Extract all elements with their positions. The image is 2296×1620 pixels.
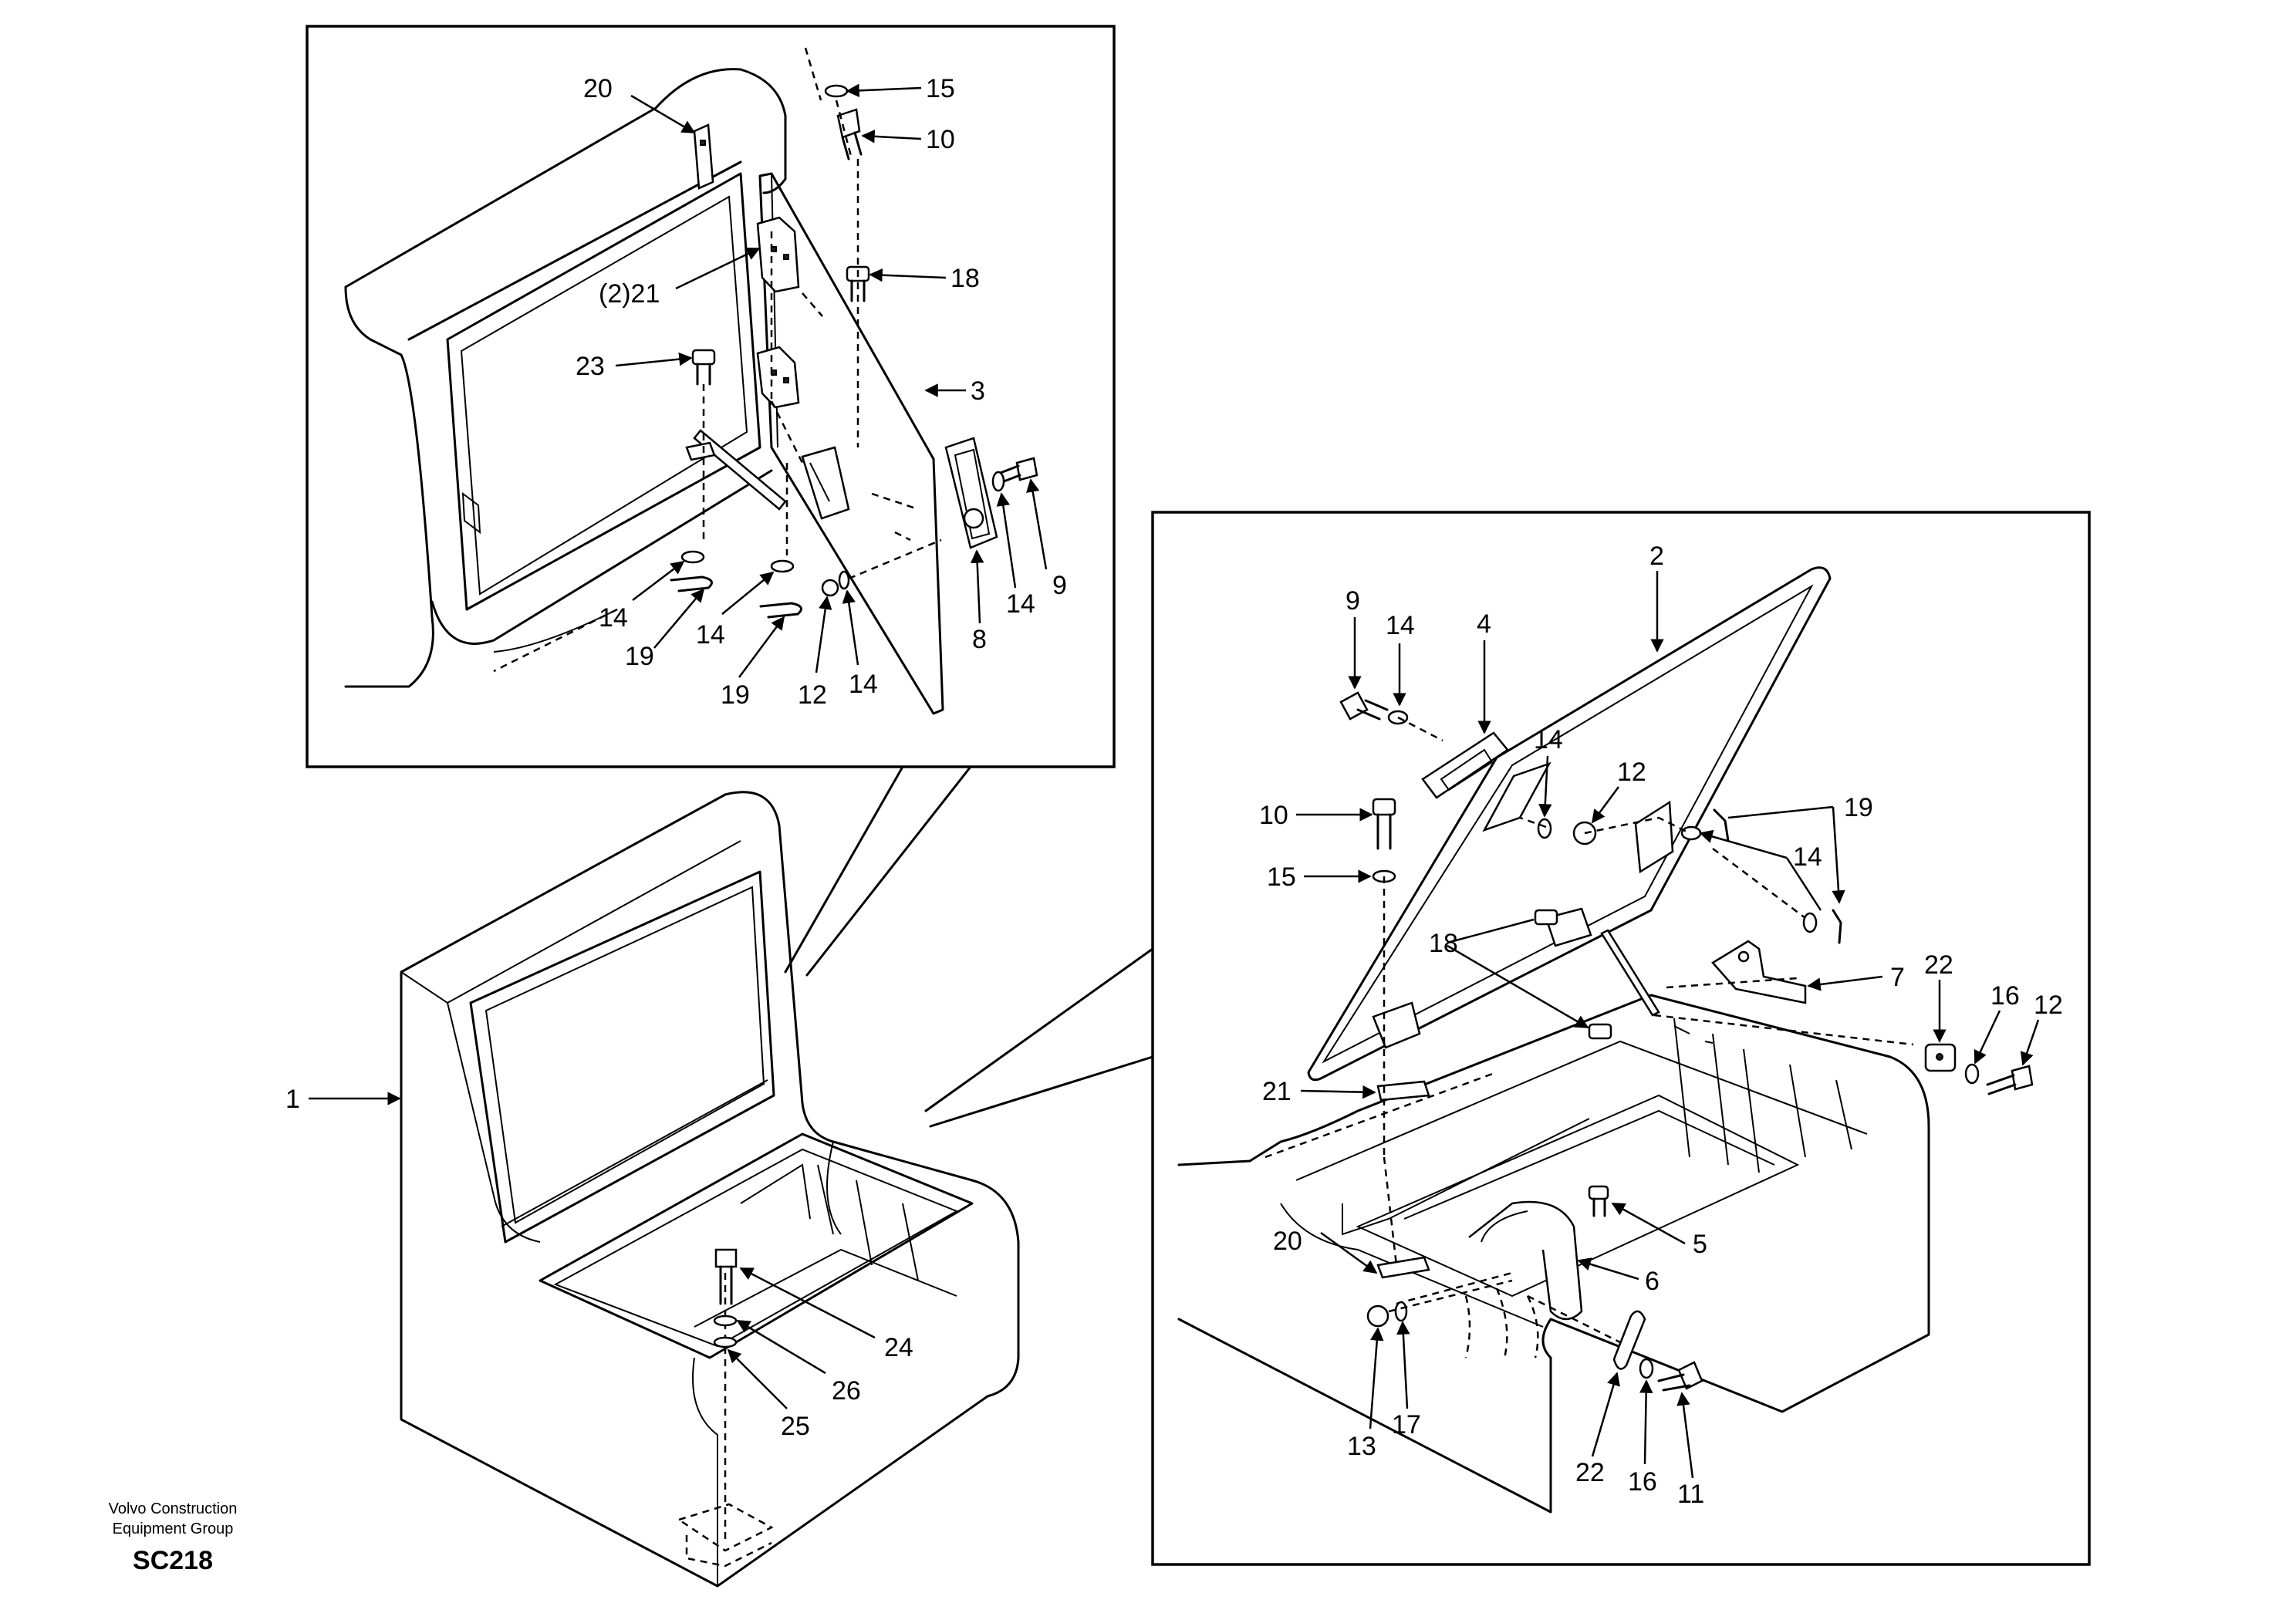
washer-14-b	[770, 559, 795, 573]
callout-d1-12: 12	[798, 680, 827, 710]
callout-d1-14c: 14	[696, 620, 725, 650]
washer-16-a	[1964, 1063, 1980, 1085]
callout-d2-22a: 22	[1924, 950, 1953, 980]
callout-d1-23: 23	[576, 352, 605, 381]
pin-23	[691, 349, 716, 386]
nut-13	[1366, 1304, 1389, 1328]
callout-d1-14d: 14	[849, 670, 878, 699]
bolt-9	[997, 457, 1038, 484]
plate-21	[1376, 1080, 1430, 1102]
cotter-pin-19-a	[670, 575, 713, 592]
washer-15	[824, 84, 849, 98]
bolt-10-d2	[1372, 798, 1396, 850]
callout-d1-8: 8	[972, 625, 987, 654]
washer-14-d2c	[1680, 825, 1702, 841]
callout-labels: 20 15 10 (2)21 18 23 3 9 8 14 14 14 14 1…	[285, 74, 2063, 1509]
detail-frame-upper-left	[306, 25, 1116, 768]
callout-d2-18: 18	[1429, 929, 1458, 958]
washer-16-b	[1639, 1358, 1654, 1379]
brand-line-2: Equipment Group	[113, 1520, 234, 1537]
callout-d2-16a: 16	[1990, 981, 2020, 1011]
bracket-6	[1468, 1200, 1583, 1321]
washer-14-a	[680, 550, 705, 564]
callout-d2-10: 10	[1259, 801, 1288, 830]
pin-5	[1588, 1185, 1609, 1217]
stay-rod	[685, 429, 850, 520]
callout-d2-14b: 14	[1534, 725, 1563, 754]
callout-d2-13: 13	[1347, 1432, 1376, 1461]
hinge-bracket-d2	[1372, 800, 1674, 1049]
callout-d2-14a: 14	[1386, 611, 1415, 640]
bolt-12-d2b	[1986, 1065, 2034, 1095]
callout-d1-2-21: (2)21	[599, 279, 660, 309]
detail-frame-right	[1151, 511, 2091, 1566]
washer-14-d2d	[1802, 912, 1818, 933]
callout-d2-15: 15	[1267, 862, 1296, 892]
callout-d2-5: 5	[1693, 1230, 1707, 1259]
callout-d1-14a: 14	[1006, 589, 1035, 619]
callout-d2-16b: 16	[1628, 1467, 1657, 1497]
callout-d2-4: 4	[1477, 609, 1491, 639]
callout-d2-9: 9	[1346, 586, 1360, 616]
washer-14-d2b	[1537, 818, 1552, 839]
washer-14-d1	[991, 471, 1005, 492]
console-window-detail	[344, 68, 787, 688]
callout-d1-15: 15	[926, 74, 955, 103]
cotter-pin-19-d2	[1713, 808, 1842, 944]
callout-d2-21: 21	[1262, 1077, 1292, 1106]
lock-4	[1421, 731, 1551, 832]
callout-d1-19a: 19	[625, 642, 654, 671]
plate-20	[1376, 1256, 1430, 1279]
bracket-7	[1711, 940, 1807, 1004]
washer-25	[713, 1336, 738, 1348]
hinge-2-21	[756, 216, 800, 409]
callout-d1-14b: 14	[599, 603, 628, 633]
drawing-code: SC218	[133, 1546, 213, 1575]
callout-d1-18: 18	[950, 264, 980, 293]
washer-14-c	[838, 570, 850, 590]
callout-d2-12b: 12	[2034, 991, 2063, 1020]
callout-d2-14c: 14	[1793, 842, 1822, 872]
callout-d1-9: 9	[1052, 571, 1067, 600]
callout-d1-20: 20	[583, 74, 613, 103]
callout-m-25: 25	[781, 1412, 810, 1441]
callout-d1-3: 3	[971, 376, 985, 406]
cotter-pin-19-b	[759, 602, 802, 619]
callout-d2-11: 11	[1677, 1480, 1704, 1509]
callout-m-26: 26	[832, 1376, 861, 1406]
callout-d2-19: 19	[1844, 793, 1873, 822]
detail-connector-right	[924, 947, 1154, 1128]
lid-2	[1307, 566, 1832, 1082]
callout-m-24: 24	[884, 1333, 913, 1362]
callout-d2-2: 2	[1649, 542, 1664, 571]
detail-connector-upper	[784, 765, 972, 977]
washer-17	[1394, 1301, 1408, 1322]
callout-d2-6: 6	[1645, 1267, 1660, 1296]
bolt-11	[1657, 1361, 1703, 1392]
callout-d2-12a: 12	[1617, 758, 1646, 787]
lock-8	[944, 437, 998, 549]
console-base-detail	[1177, 994, 1930, 1514]
callout-d2-17: 17	[1392, 1410, 1421, 1439]
brand-line-1: Volvo Construction	[109, 1500, 238, 1517]
bolt-9-d2	[1339, 691, 1389, 721]
washer-26	[713, 1315, 738, 1327]
callout-m-1: 1	[285, 1085, 300, 1114]
callout-d2-20: 20	[1273, 1227, 1302, 1256]
nut-12-d1	[821, 579, 839, 597]
callout-d2-7: 7	[1890, 963, 1905, 992]
leaders	[309, 83, 2040, 1479]
callout-d1-19b: 19	[721, 680, 750, 710]
callout-d2-22b: 22	[1575, 1458, 1605, 1487]
spacer-22-a	[1924, 1043, 1957, 1072]
link-22-b	[1612, 1310, 1646, 1370]
callout-d1-10: 10	[926, 125, 955, 154]
bolt-24	[714, 1248, 738, 1305]
console-body-main	[400, 791, 1020, 1588]
